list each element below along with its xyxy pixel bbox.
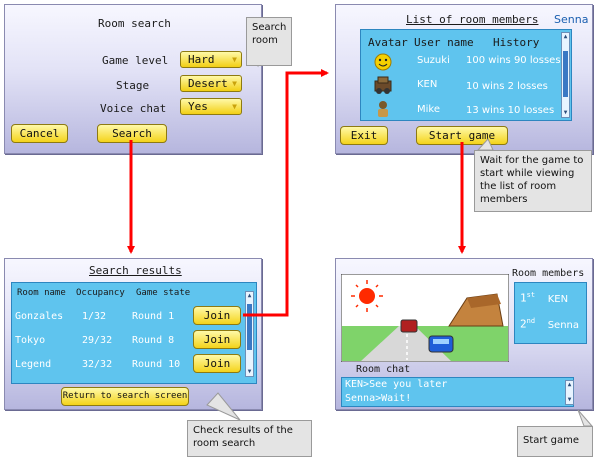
chat-box: KEN>See you later Senna>Wait! ▲ ▼ bbox=[341, 377, 574, 407]
dropdown-arrow-icon: ▼ bbox=[232, 102, 237, 111]
table-row[interactable]: Gonzales 1/32 Round 1 Join bbox=[12, 305, 248, 327]
voice-chat-select[interactable]: Yes ▼ bbox=[180, 98, 242, 115]
game-level-value: Hard bbox=[188, 53, 215, 66]
chat-scrollbar[interactable]: ▲ ▼ bbox=[565, 380, 574, 405]
wait-callout: Wait for the game to start while viewing… bbox=[474, 150, 592, 212]
scroll-down-icon[interactable]: ▼ bbox=[247, 368, 252, 375]
rank-name: KEN bbox=[547, 293, 569, 305]
room-occupancy: 1/32 bbox=[82, 311, 107, 322]
room-name: Tokyo bbox=[15, 335, 46, 346]
search-results-title: Search results bbox=[89, 264, 182, 277]
scroll-up-icon[interactable]: ▲ bbox=[563, 33, 568, 40]
stage-value: Desert bbox=[188, 77, 228, 90]
room-state: Round 1 bbox=[132, 311, 175, 322]
scroll-thumb[interactable] bbox=[563, 51, 568, 97]
user-name-header: User name bbox=[414, 36, 474, 49]
room-name: Legend bbox=[15, 359, 52, 370]
stage-select[interactable]: Desert ▼ bbox=[180, 75, 242, 92]
dropdown-arrow-icon: ▼ bbox=[232, 55, 237, 64]
start-game-callout: Start game bbox=[517, 426, 593, 457]
rank-suffix: st bbox=[526, 291, 536, 299]
list-item[interactable]: Suzuki 100 wins 90 losses bbox=[361, 50, 561, 72]
table-row[interactable]: Legend 32/32 Round 10 Join bbox=[12, 353, 248, 375]
room-state: Round 10 bbox=[132, 359, 181, 370]
rank-place: 1 bbox=[520, 291, 527, 305]
scroll-up-icon[interactable]: ▲ bbox=[567, 381, 572, 388]
rank-place: 2 bbox=[520, 317, 527, 331]
join-button[interactable]: Join bbox=[193, 330, 241, 349]
game-state-header: Game state bbox=[136, 288, 191, 298]
member-list: Avatar User name History Suzuki 100 wins… bbox=[360, 29, 572, 121]
player-name: Senna bbox=[554, 13, 589, 26]
member-name: Mike bbox=[417, 104, 440, 115]
scroll-down-icon[interactable]: ▼ bbox=[567, 396, 572, 403]
join-button[interactable]: Join bbox=[193, 306, 241, 325]
race-scene bbox=[341, 274, 509, 362]
dropdown-arrow-icon: ▼ bbox=[232, 79, 237, 88]
scroll-down-icon[interactable]: ▼ bbox=[563, 109, 568, 116]
person-avatar-icon bbox=[378, 101, 388, 117]
member-name: Suzuki bbox=[417, 55, 450, 66]
member-history: 100 wins 90 losses bbox=[466, 55, 561, 66]
room-occupancy: 32/32 bbox=[82, 359, 113, 370]
chat-line: Senna>Wait! bbox=[345, 393, 412, 404]
rank-suffix: nd bbox=[526, 317, 536, 325]
room-search-panel: Room search Game level Hard ▼ Stage Dese… bbox=[4, 4, 262, 154]
results-list: Room name Occupancy Game state Gonzales … bbox=[11, 282, 257, 384]
stage-label: Stage bbox=[116, 79, 150, 92]
rank-name: Senna bbox=[547, 319, 579, 331]
return-to-search-button[interactable]: Return to search screen bbox=[61, 387, 189, 406]
room-name: Gonzales bbox=[15, 311, 64, 322]
room-chat-heading: Room chat bbox=[356, 364, 411, 375]
member-history: 13 wins 10 losses bbox=[466, 105, 555, 116]
voice-chat-label: Voice chat bbox=[100, 102, 167, 115]
rank-row: 1st KEN bbox=[520, 291, 568, 305]
results-list-scrollbar[interactable]: ▲ ▼ bbox=[245, 291, 254, 377]
room-name-header: Room name bbox=[17, 288, 66, 298]
check-results-callout: Check results of the room search bbox=[187, 420, 312, 457]
room-search-title: Room search bbox=[98, 17, 171, 30]
game-screen-panel: Room members 1st KEN 2nd Senna Room chat… bbox=[335, 258, 593, 410]
exit-button[interactable]: Exit bbox=[340, 126, 388, 145]
room-members-title: List of room members bbox=[406, 13, 539, 26]
member-list-scrollbar[interactable]: ▲ ▼ bbox=[561, 32, 570, 118]
rank-row: 2nd Senna bbox=[520, 317, 579, 331]
history-header: History bbox=[493, 36, 540, 49]
list-item[interactable]: Mike 13 wins 10 losses bbox=[361, 98, 561, 120]
robot-avatar-icon bbox=[374, 76, 392, 94]
table-row[interactable]: Tokyo 29/32 Round 8 Join bbox=[12, 329, 248, 351]
search-results-panel: Search results Room name Occupancy Game … bbox=[4, 258, 262, 410]
search-room-callout: Search room bbox=[246, 17, 292, 66]
avatar-header: Avatar bbox=[368, 36, 408, 49]
room-members-panel: List of room members Senna Avatar User n… bbox=[335, 4, 593, 154]
scroll-thumb[interactable] bbox=[247, 304, 252, 350]
smiley-avatar-icon bbox=[374, 53, 392, 71]
game-level-label: Game level bbox=[102, 54, 169, 67]
join-button[interactable]: Join bbox=[193, 354, 241, 373]
member-history: 10 wins 2 losses bbox=[466, 81, 548, 92]
room-members-heading: Room members bbox=[512, 268, 585, 279]
game-level-select[interactable]: Hard ▼ bbox=[180, 51, 242, 68]
voice-chat-value: Yes bbox=[188, 100, 208, 113]
flow-arrow bbox=[243, 69, 329, 317]
room-occupancy: 29/32 bbox=[82, 335, 113, 346]
list-item[interactable]: KEN 10 wins 2 losses bbox=[361, 74, 561, 96]
occupancy-header: Occupancy bbox=[76, 288, 125, 298]
ranking-box: 1st KEN 2nd Senna bbox=[514, 282, 587, 344]
member-name: KEN bbox=[417, 79, 438, 90]
chat-line: KEN>See you later bbox=[345, 379, 448, 390]
scroll-up-icon[interactable]: ▲ bbox=[247, 292, 252, 299]
room-state: Round 8 bbox=[132, 335, 175, 346]
cancel-button[interactable]: Cancel bbox=[11, 124, 68, 143]
